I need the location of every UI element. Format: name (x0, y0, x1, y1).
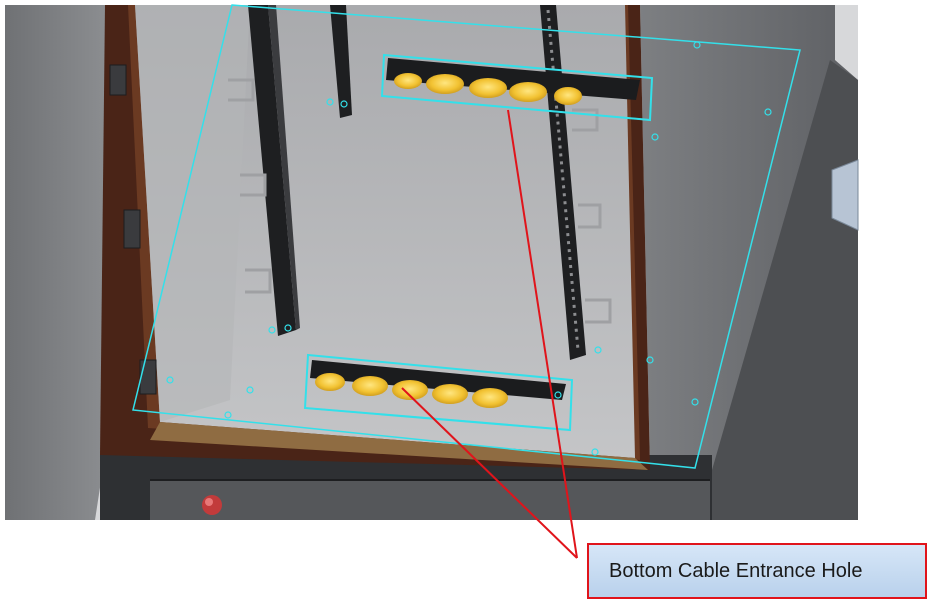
bottom-cable-entrance (303, 353, 574, 432)
mounting-rail-center (330, 5, 352, 118)
mounting-rail-right (540, 5, 586, 360)
mounting-rail-left (248, 5, 300, 336)
floor-lip (150, 422, 648, 470)
left-cabinet-wall (5, 5, 105, 520)
leader-line-top (507, 109, 578, 559)
base-front-panel (150, 480, 710, 520)
hinge-icon (109, 64, 157, 395)
top-cable-entrance (380, 53, 654, 122)
red-button-icon (202, 495, 222, 515)
yellow-cable-gland-icon (394, 73, 582, 105)
bracket-icon (228, 78, 612, 324)
inner-left-wall (135, 5, 250, 422)
right-cabinet-face (712, 60, 858, 520)
callout-label: Bottom Cable Entrance Hole (609, 559, 863, 582)
floor-plate-outline (132, 4, 801, 469)
yellow-cable-gland-icon (315, 373, 508, 408)
hole-markers (166, 41, 772, 456)
leader-line-bottom (401, 387, 578, 559)
callout-box: Bottom Cable Entrance Hole (587, 543, 927, 599)
side-cable-tray (831, 159, 859, 231)
leader-lines (401, 109, 578, 559)
